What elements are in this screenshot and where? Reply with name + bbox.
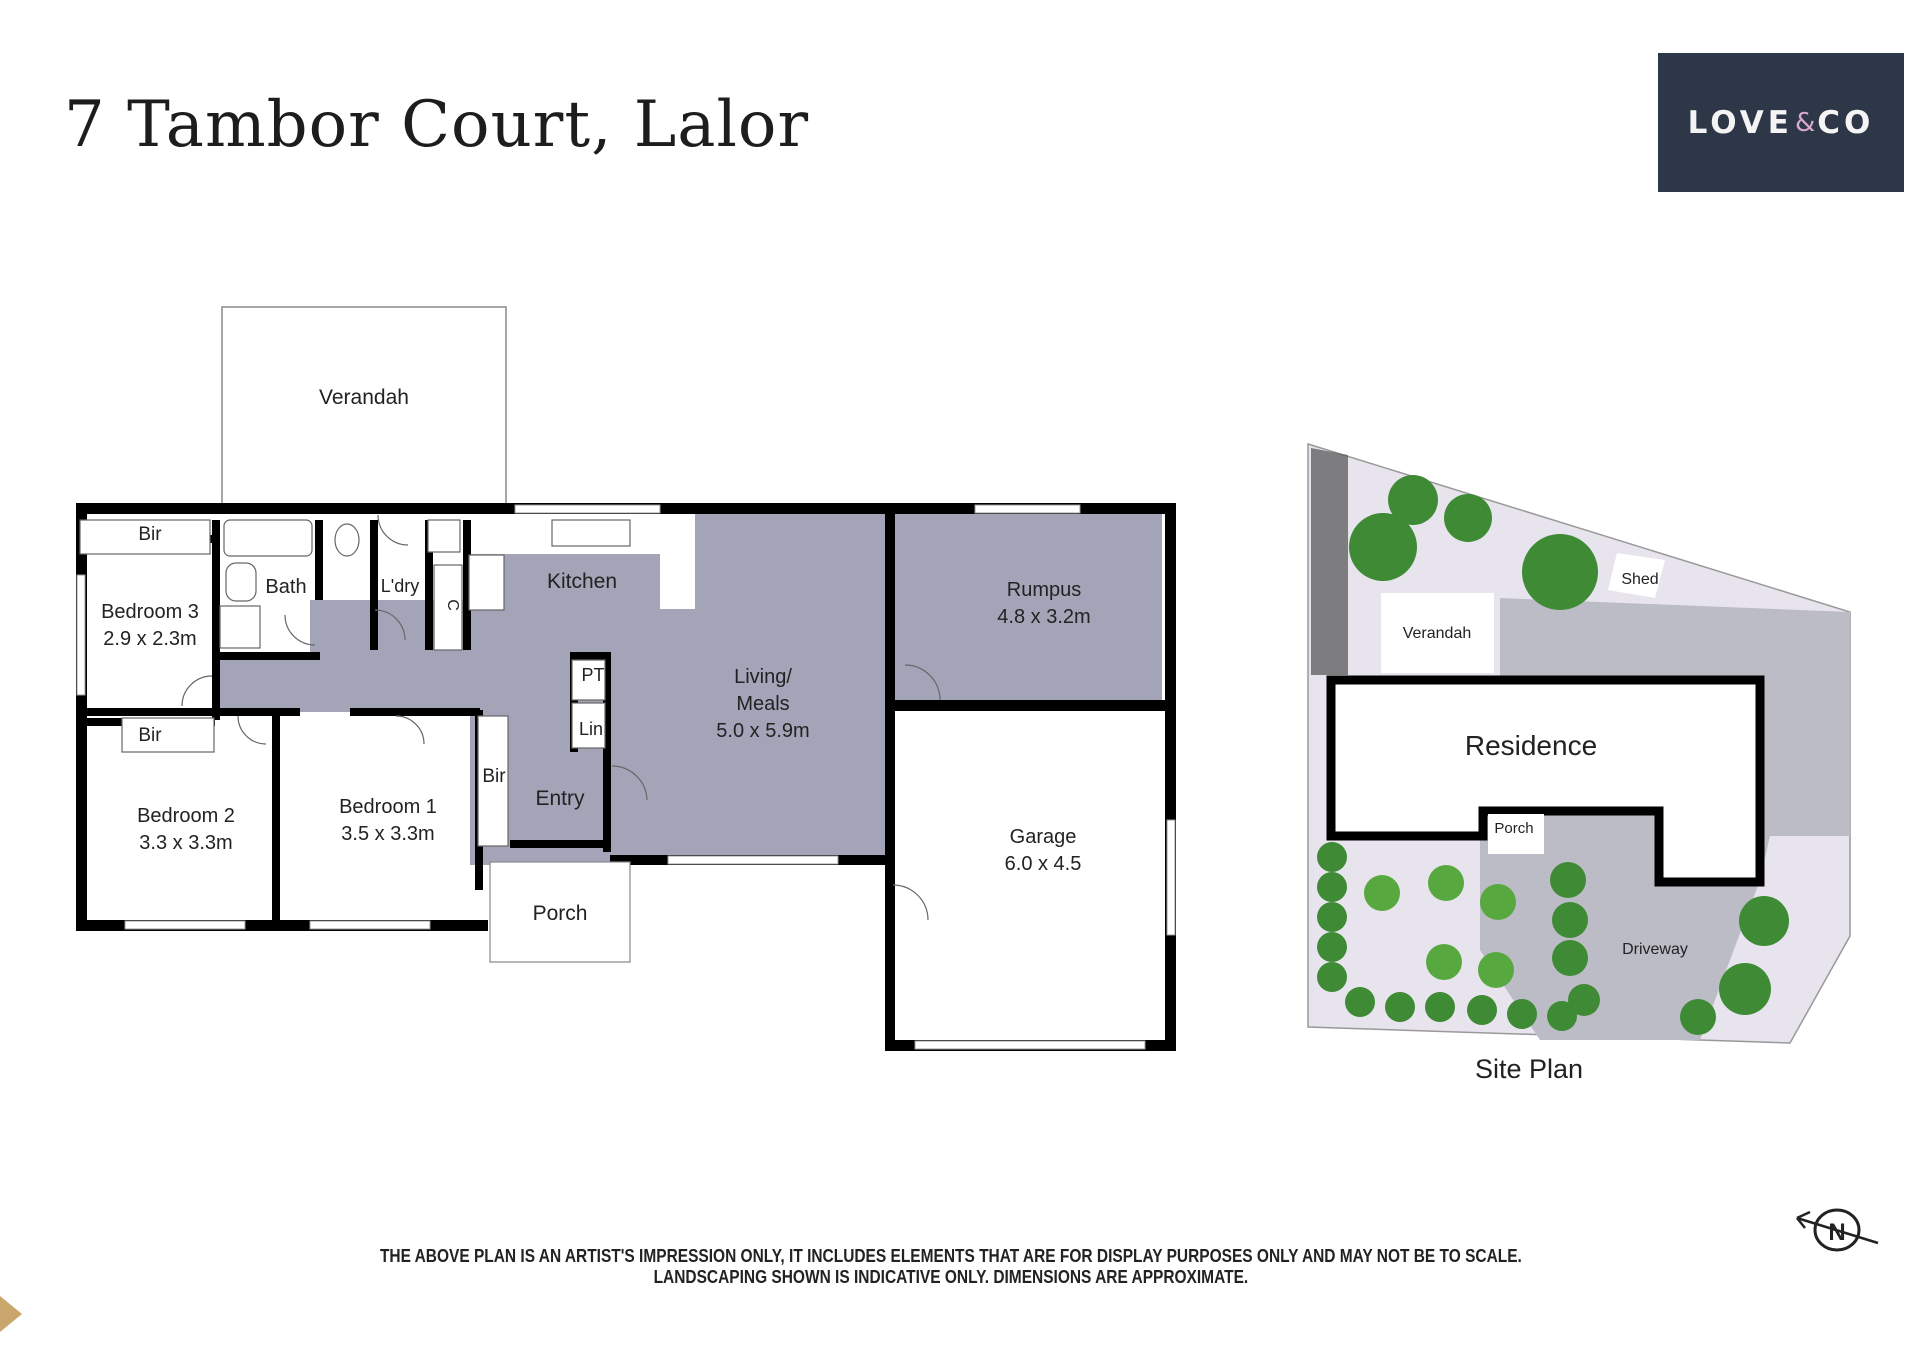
room-label-bedroom3-size: 2.9 x 2.3m: [103, 628, 196, 650]
room-label-kitchen: Kitchen: [547, 570, 617, 593]
logo-ampersand: &: [1794, 107, 1816, 138]
site-plan-title: Site Plan: [1475, 1054, 1583, 1084]
room-label-garage-size: 6.0 x 4.5: [1005, 853, 1082, 875]
room-label-rumpus: Rumpus: [1007, 579, 1081, 601]
site-label-porch: Porch: [1494, 820, 1533, 837]
disclaimer-line-2: LANDSCAPING SHOWN IS INDICATIVE ONLY. DI…: [653, 1267, 1249, 1287]
room-label-entry: Entry: [535, 787, 585, 810]
logo-text-right: CO: [1817, 104, 1875, 141]
room-label-bath: Bath: [265, 576, 306, 598]
room-fills: [220, 514, 1162, 865]
north-compass-icon: N: [1796, 1208, 1879, 1252]
room-label-cupboard: C: [444, 599, 461, 611]
logo-text-left: LOVE: [1687, 104, 1793, 141]
room-label-bir-bed1: Bir: [482, 766, 506, 787]
room-label-bir-bed3: Bir: [138, 524, 162, 545]
room-label-living-size: 5.0 x 5.9m: [716, 720, 809, 742]
site-porch: [1488, 814, 1544, 854]
site-plan-labels: Residence Verandah Shed Porch Driveway S…: [1403, 571, 1688, 1084]
brand-logo: LOVE & CO: [1658, 53, 1904, 192]
verandah-area: [221, 306, 507, 505]
site-residence: [1326, 675, 1765, 887]
corner-accent: [0, 1296, 22, 1332]
site-label-driveway: Driveway: [1622, 941, 1688, 958]
compass-label: N: [1828, 1219, 1845, 1246]
room-label-bedroom2-size: 3.3 x 3.3m: [139, 832, 232, 854]
room-label-porch: Porch: [533, 902, 588, 925]
landscaping-trees: [1317, 475, 1789, 1035]
landscaping-palms: [1364, 865, 1516, 988]
room-label-bir-bed2: Bir: [138, 725, 162, 746]
room-labels: Verandah Bir Bath L'dry C Kitchen Rumpus…: [101, 386, 1091, 925]
room-label-verandah: Verandah: [319, 386, 409, 409]
floor-plan: Verandah Bir Bath L'dry C Kitchen Rumpus…: [76, 306, 1176, 1051]
room-label-bedroom2: Bedroom 2: [137, 805, 235, 827]
disclaimer: THE ABOVE PLAN IS AN ARTIST'S IMPRESSION…: [125, 1246, 1776, 1288]
fixtures: [79, 519, 631, 963]
room-label-living-2: Meals: [736, 693, 789, 715]
site-label-residence: Residence: [1465, 730, 1597, 761]
site-label-verandah: Verandah: [1403, 625, 1472, 642]
room-label-pantry: PT: [581, 665, 604, 685]
disclaimer-line-1: THE ABOVE PLAN IS AN ARTIST'S IMPRESSION…: [379, 1246, 1522, 1266]
room-label-laundry: L'dry: [381, 576, 419, 596]
room-label-rumpus-size: 4.8 x 3.2m: [997, 606, 1090, 628]
site-verandah: [1381, 593, 1494, 673]
room-label-living-1: Living/: [734, 666, 792, 688]
site-plan: Residence Verandah Shed Porch Driveway S…: [1307, 442, 1851, 1084]
door-swings: [181, 514, 941, 921]
room-label-garage: Garage: [1010, 826, 1077, 848]
garden-bed: [1311, 448, 1348, 675]
room-label-bedroom3: Bedroom 3: [101, 601, 199, 623]
site-label-shed: Shed: [1621, 571, 1658, 588]
site-shed: [1608, 553, 1665, 598]
windows: [76, 504, 1176, 1050]
page-title: 7 Tambor Court, Lalor: [64, 88, 810, 162]
room-label-linen: Lin: [579, 719, 603, 739]
room-label-bedroom1-size: 3.5 x 3.3m: [341, 823, 434, 845]
room-label-bedroom1: Bedroom 1: [339, 796, 437, 818]
